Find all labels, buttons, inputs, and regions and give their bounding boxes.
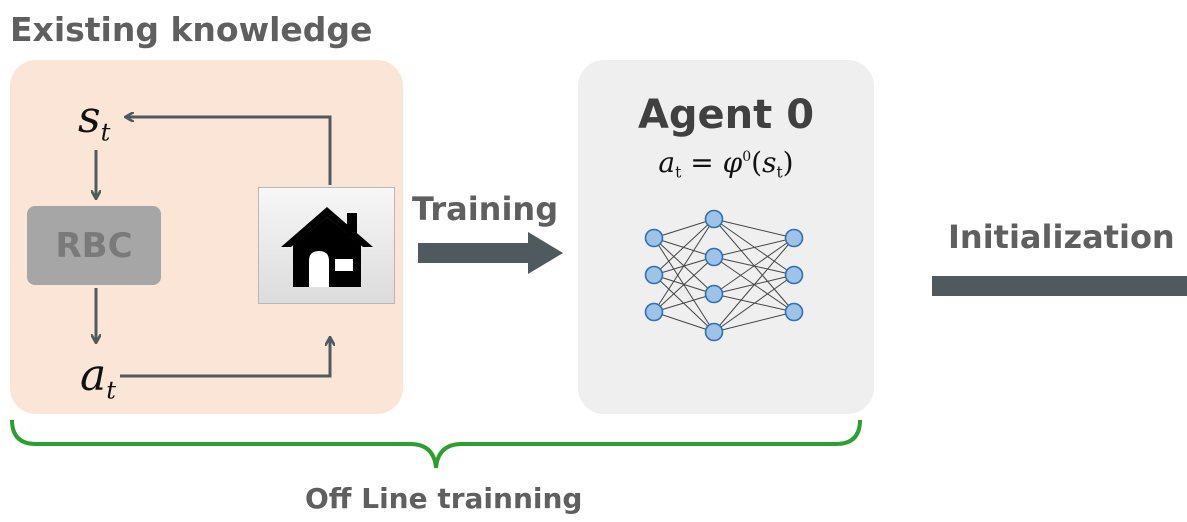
training-label: Training [412, 190, 559, 228]
agent-panel [578, 60, 874, 414]
network-connection [653, 256, 715, 313]
action-to-house-arrow [120, 338, 330, 378]
house-to-state-arrow [126, 117, 332, 185]
network-neuron [704, 284, 724, 304]
environment-house-button[interactable] [258, 187, 395, 304]
action-variable: at [80, 350, 116, 405]
feedback-loop [96, 117, 332, 378]
offline-brace [10, 419, 862, 469]
network-connection [713, 237, 795, 295]
network-connection [653, 218, 715, 313]
network-connection [713, 237, 795, 333]
neural-network-icon [644, 209, 804, 342]
initialization-label: Initialization [948, 218, 1175, 256]
rbc-label: RBC [55, 225, 133, 266]
agent-title: Agent 0 [637, 92, 815, 138]
network-neuron [784, 228, 804, 248]
network-neuron [704, 209, 724, 229]
network-neuron [644, 228, 664, 248]
network-connection [713, 237, 795, 258]
rbc-controller-box: RBC [27, 206, 161, 285]
network-connection [713, 218, 795, 239]
initialization-arrow [932, 276, 1187, 296]
network-connection [653, 293, 715, 313]
existing-knowledge-title: Existing knowledge [10, 10, 373, 49]
network-connection [713, 311, 795, 333]
network-neuron [644, 302, 664, 322]
state-variable: st [78, 92, 111, 147]
network-neuron [704, 247, 724, 267]
network-connection [653, 218, 715, 276]
network-neuron [644, 265, 664, 285]
network-neuron [784, 265, 804, 285]
offline-training-label: Off Line trainning [305, 482, 583, 515]
training-arrow [418, 232, 563, 274]
network-neuron [704, 322, 724, 342]
policy-equation: at = φ0(st) [658, 146, 794, 182]
network-connection [653, 311, 715, 333]
house-icon [280, 206, 373, 287]
network-connection [653, 218, 715, 239]
network-connection [713, 274, 795, 333]
network-neuron [784, 302, 804, 322]
